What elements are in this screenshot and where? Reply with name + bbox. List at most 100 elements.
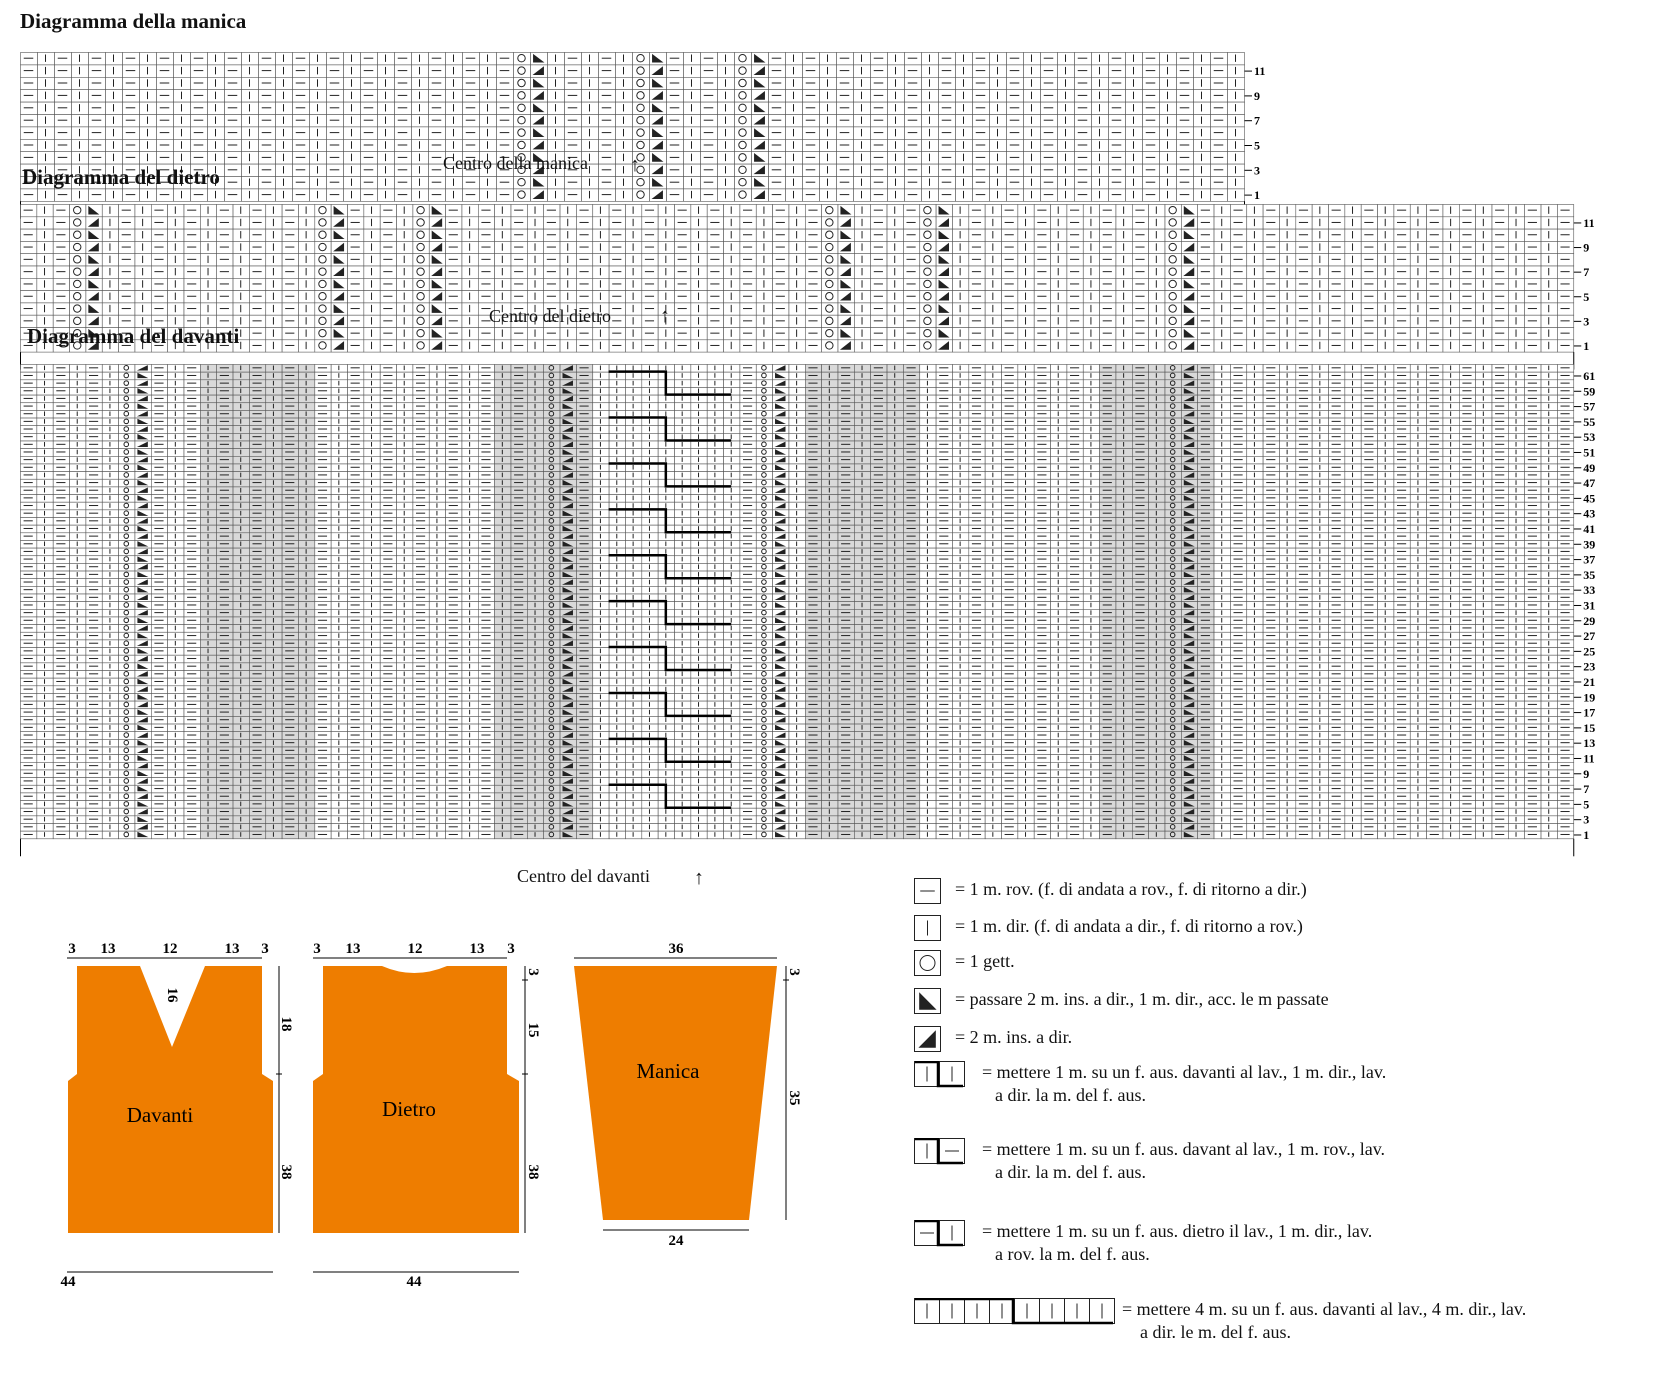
front-dim-side: 38 [278,1165,294,1180]
row-number: 9 [1583,767,1589,781]
front-dim-top-2: 13 [101,941,116,957]
row-number: 17 [1583,706,1595,720]
legend-text: = 1 m. dir. (f. di andata a dir., f. di … [955,916,1303,936]
row-number: 43 [1583,507,1595,521]
row-number: 1 [1583,828,1589,842]
row-number: 9 [1254,89,1260,103]
row-number: 51 [1583,445,1595,459]
row-number: 21 [1583,675,1595,689]
row-number: 47 [1583,476,1595,490]
back-schematic-label: Dietro [382,1097,436,1121]
row-number: 11 [1583,751,1594,765]
sleeve-dim-bottom: 24 [669,1233,685,1249]
row-number: 3 [1583,813,1589,827]
legend-text: = mettere 4 m. su un f. aus. davanti al … [1122,1299,1527,1319]
back-center-label: Centro del dietro [489,306,611,326]
back-dim-bottom: 44 [407,1274,423,1290]
front-dim-bottom: 44 [61,1274,77,1290]
sleeve-chart: 1 3 5 7 9 11 [20,52,1284,231]
front-dim-top-1: 3 [68,941,76,957]
front-chart-title: Diagramma del davanti [27,324,240,348]
row-number: 11 [1583,216,1594,230]
row-number: 3 [1254,163,1260,177]
ssk-icon [914,988,941,1014]
row-number: 57 [1583,400,1595,414]
row-number: 49 [1583,461,1595,475]
row-number: 7 [1254,114,1260,128]
row-number: 9 [1583,241,1589,255]
row-number: 23 [1583,660,1595,674]
sleeve-center-label: Centro della manica [443,153,588,173]
sleeve-dim-length: 35 [786,1091,802,1106]
row-number: 7 [1583,782,1589,796]
cable-back-icon [914,1220,965,1247]
row-number: 29 [1583,614,1595,628]
front-dim-armhole: 18 [278,1017,294,1032]
back-schematic: Dietro 3 13 12 13 3 44 3 15 38 [313,941,541,1290]
legend-text: = mettere 1 m. su un f. aus. dietro il l… [982,1221,1373,1241]
row-number: 53 [1583,430,1595,444]
back-chart-title: Diagramma del dietro [22,165,220,189]
legend-text-continued: a dir. le m. del f. aus. [1140,1322,1291,1342]
front-schematic: Davanti 3 13 12 13 3 44 16 18 38 [61,941,295,1290]
legend-text: = passare 2 m. ins. a dir., 1 m. dir., a… [955,989,1329,1009]
row-number: 19 [1583,690,1595,704]
cable-front-purl-icon [914,1138,965,1165]
row-number: 27 [1583,629,1595,643]
front-center-label: Centro del davanti [517,866,650,886]
legend-text: = mettere 1 m. su un f. aus. davanti al … [982,1062,1387,1082]
cable-front-knit-icon [914,1061,965,1088]
sleeve-dim-top: 36 [669,941,685,957]
row-number: 35 [1583,568,1595,582]
front-center-arrow-icon: ↑ [694,867,704,889]
row-number: 25 [1583,644,1595,658]
front-dim-top-4: 13 [225,941,240,957]
back-dim-neck: 3 [525,968,541,976]
yarn-over-icon [914,950,941,976]
legend-text: = mettere 1 m. su un f. aus. davant al l… [982,1139,1386,1159]
back-dim-top-4: 13 [470,941,485,957]
legend-text: = 1 m. rov. (f. di andata a rov., f. di … [955,879,1307,899]
row-number: 5 [1583,797,1589,811]
row-number: 5 [1254,139,1260,153]
sleeve-schematic-label: Manica [637,1059,701,1083]
row-number: 7 [1583,265,1589,279]
purl-icon [914,878,941,904]
row-number: 39 [1583,537,1595,551]
row-number: 45 [1583,491,1595,505]
knit-icon [914,915,941,941]
back-center-arrow-icon: ↑ [660,305,670,327]
row-number: 59 [1583,384,1595,398]
row-number: 37 [1583,553,1595,567]
row-number: 33 [1583,583,1595,597]
front-dim-neck: 16 [164,988,180,1004]
row-number: 3 [1583,314,1589,328]
back-dim-side: 38 [525,1165,541,1180]
row-number: 5 [1583,290,1589,304]
row-number: 1 [1254,188,1260,202]
row-number: 31 [1583,598,1595,612]
row-number: 11 [1254,64,1265,78]
row-number: 61 [1583,369,1595,383]
sleeve-chart-title: Diagramma della manica [20,9,247,33]
front-dim-top-5: 3 [261,941,269,957]
back-dim-top-2: 13 [346,941,361,957]
front-schematic-label: Davanti [127,1103,194,1127]
cable-4x4-icon [914,1298,1115,1325]
row-number: 41 [1583,522,1595,536]
sleeve-schematic: Manica 36 24 3 35 [574,941,802,1249]
row-number: 13 [1583,736,1595,750]
legend-text-continued: a rov. la m. del f. aus. [995,1244,1150,1264]
sleeve-dim-cap: 3 [786,968,802,976]
back-dim-top-3: 12 [408,941,423,957]
legend-text-continued: a dir. la m. del f. aus. [995,1085,1146,1105]
back-dim-armhole: 15 [525,1023,541,1038]
legend-text-continued: a dir. la m. del f. aus. [995,1162,1146,1182]
row-number: 55 [1583,415,1595,429]
back-dim-top-1: 3 [313,941,321,957]
sleeve-center-arrow-icon: ↑ [630,154,640,176]
